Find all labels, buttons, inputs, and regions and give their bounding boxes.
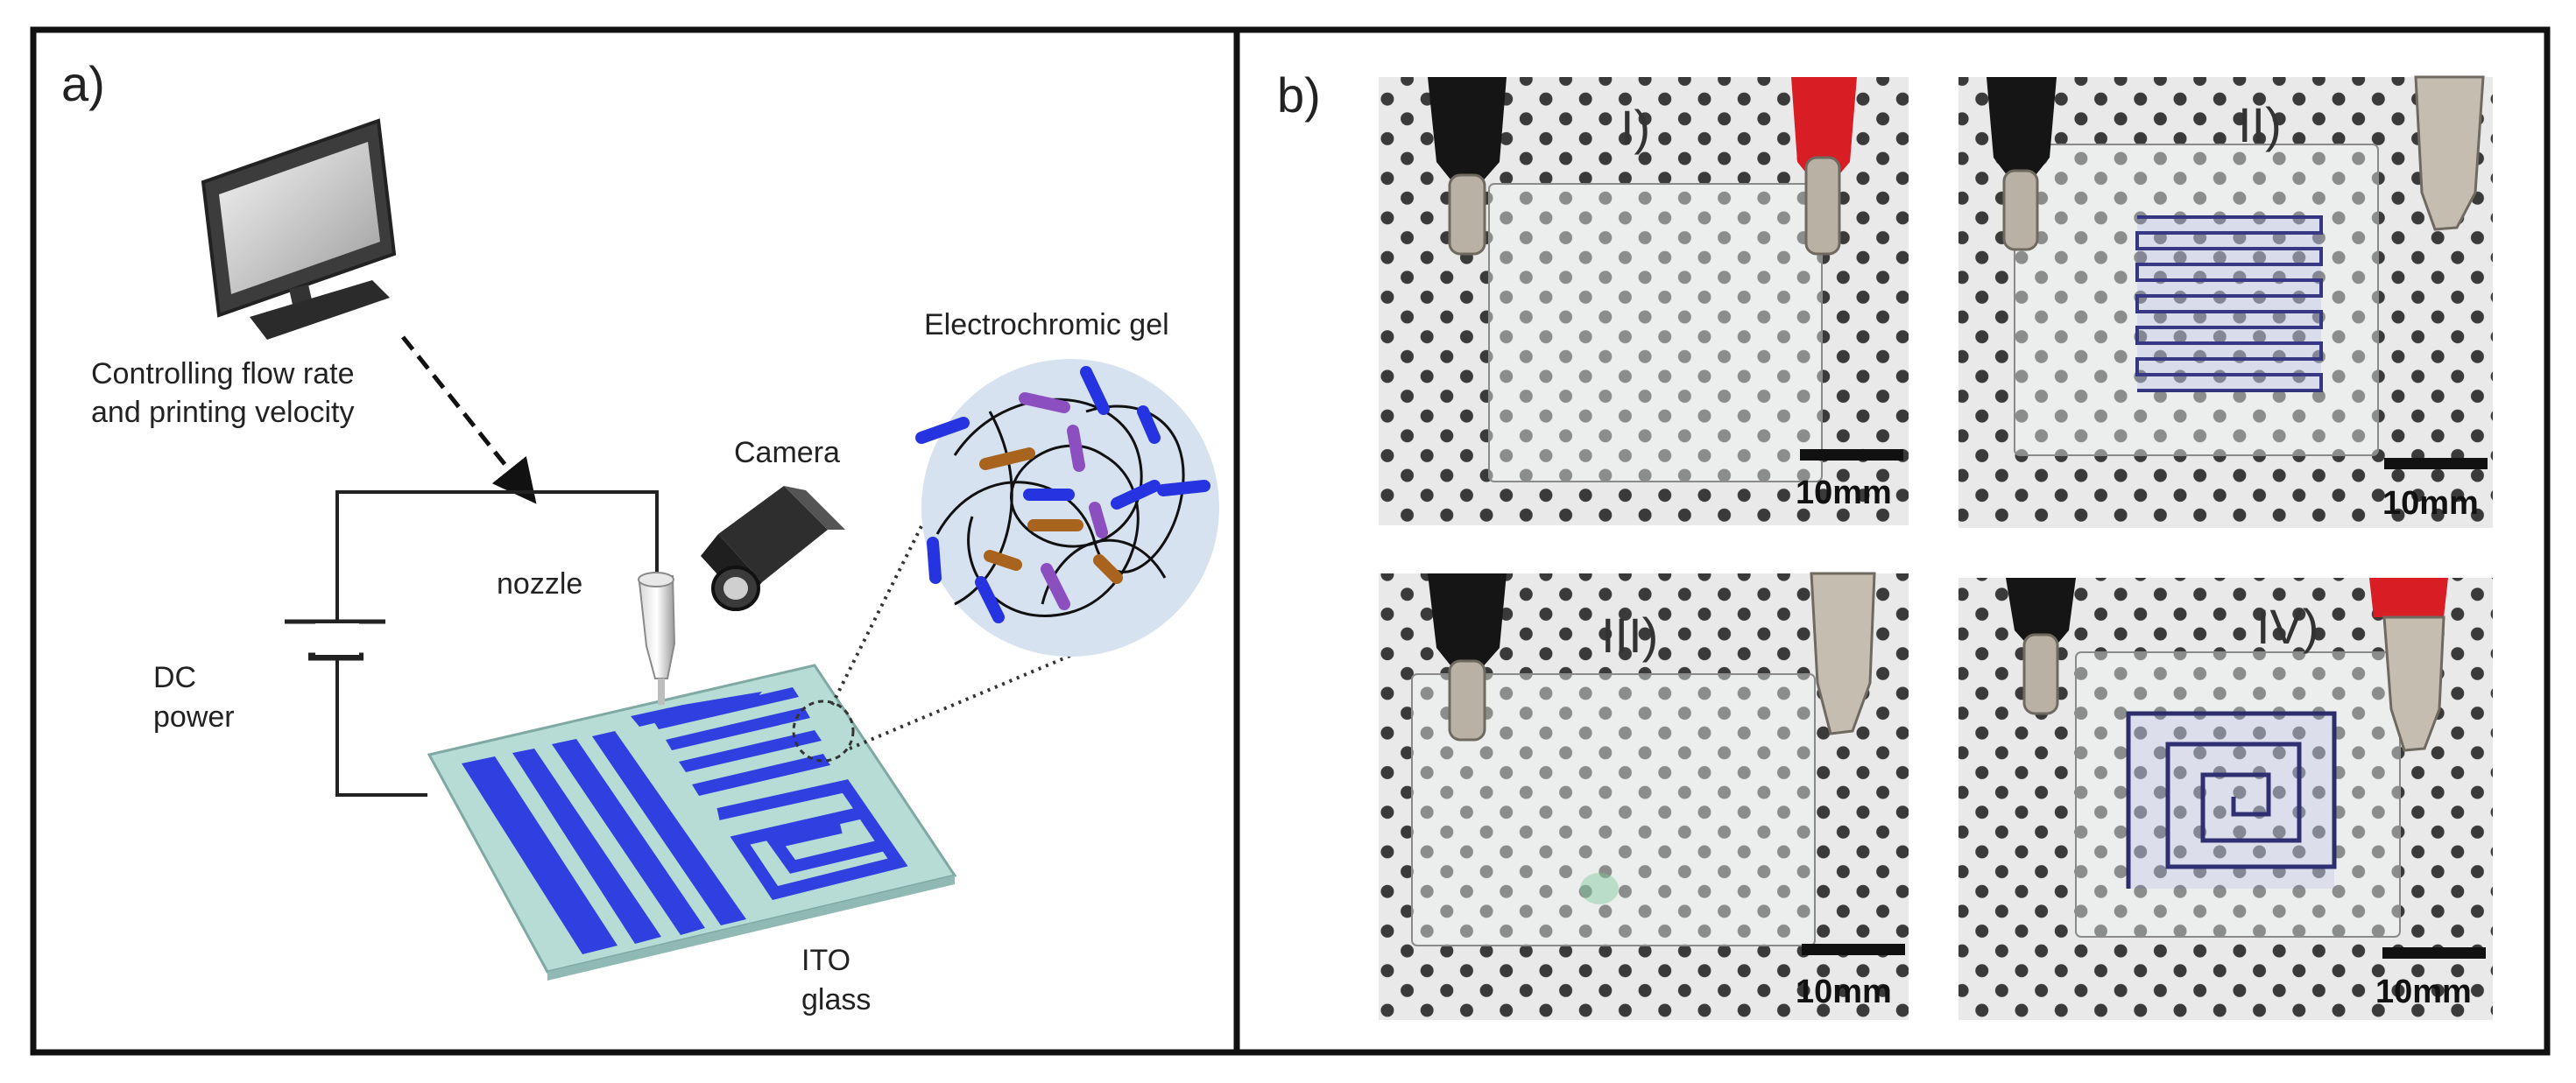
scale-text-3: 10mm xyxy=(1796,974,1892,1010)
panel-b-letter: b) xyxy=(1277,67,1321,123)
nozzle-icon xyxy=(631,572,762,727)
monitor-icon xyxy=(201,118,397,340)
photo-3: III) 10mm xyxy=(1379,572,1909,1020)
photo-2-label: II) xyxy=(2238,97,2282,152)
camera-icon xyxy=(701,486,845,611)
flow-arrow xyxy=(401,335,537,504)
photo-3-label: III) xyxy=(1601,608,1658,663)
zoom-circle xyxy=(792,700,855,763)
black-clip-icon xyxy=(1987,77,2057,251)
photo-1-label: I) xyxy=(1620,100,1650,155)
photo-4-label: IV) xyxy=(2256,599,2319,654)
ito-label-line1: ITO xyxy=(801,944,850,977)
red-clip-icon xyxy=(1791,77,1857,256)
zoom-line-bottom xyxy=(849,642,1100,750)
control-text-line1: Controlling flow rate xyxy=(91,357,354,390)
scale-bar-1 xyxy=(1800,449,1903,461)
red-clip-icon xyxy=(2369,578,2448,752)
scale-text-1: 10mm xyxy=(1796,475,1892,511)
scale-bar-3 xyxy=(1802,944,1905,955)
panel-b-frame xyxy=(1233,26,2551,1056)
nozzle-label: nozzle xyxy=(497,567,582,601)
printed-pattern xyxy=(462,687,908,954)
photo-2: II) 10mm xyxy=(1958,75,2493,528)
black-clip-icon xyxy=(1428,77,1507,256)
photo-4: IV) 10mm xyxy=(1958,578,2493,1020)
circuit-wire xyxy=(335,490,659,797)
electrochromic-gel-circle xyxy=(915,359,1219,657)
panel-a: a) Controlling flow rate and printing ve… xyxy=(61,56,1219,1016)
gel-label: Electrochromic gel xyxy=(924,308,1169,341)
dc-label-line1: DC xyxy=(153,661,196,694)
black-clip-icon xyxy=(1428,573,1507,742)
printed-lines-pattern xyxy=(2135,215,2323,392)
scale-text-2: 10mm xyxy=(2382,485,2479,522)
silver-clip-icon xyxy=(2414,75,2485,231)
scale-bar-2 xyxy=(2384,458,2488,469)
ito-label-line2: glass xyxy=(801,983,871,1016)
photo-1: I) 10mm xyxy=(1379,77,1909,525)
silver-clip-icon xyxy=(1810,572,1876,735)
zoom-line-top xyxy=(830,485,943,706)
black-clip-icon xyxy=(2006,578,2076,715)
scale-text-4: 10mm xyxy=(2375,974,2472,1010)
panel-b: b) I) 10mm xyxy=(1277,67,2493,1020)
printed-spiral-pattern xyxy=(2126,711,2337,889)
scale-bar-4 xyxy=(2382,947,2486,959)
panel-a-letter: a) xyxy=(61,56,105,111)
control-text-line2: and printing velocity xyxy=(91,396,355,429)
dc-label-line2: power xyxy=(153,700,235,734)
camera-label: Camera xyxy=(734,436,840,469)
